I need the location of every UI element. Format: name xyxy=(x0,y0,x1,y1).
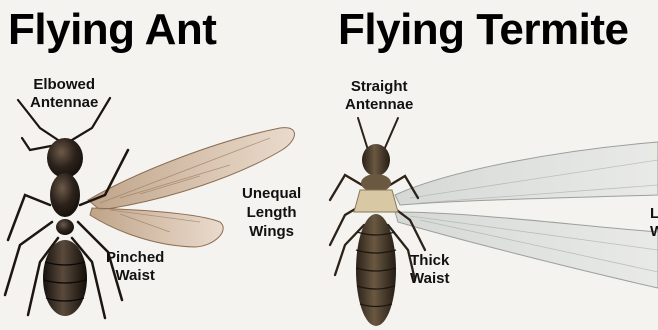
termite-body xyxy=(354,144,398,326)
label-line: L xyxy=(650,205,658,223)
label-line: Straight xyxy=(345,78,413,96)
label-unequal-length-wings: Unequal Length Wings xyxy=(242,184,301,241)
label-line: Wings xyxy=(242,222,301,241)
label-pinched-waist: Pinched Waist xyxy=(106,249,164,285)
label-line: Thick xyxy=(410,252,449,270)
label-cut-off-wings: L W xyxy=(650,205,658,241)
label-straight-antennae: Straight Antennae xyxy=(345,78,413,114)
label-line: Waist xyxy=(106,267,164,285)
ant-body xyxy=(43,138,87,316)
label-thick-waist: Thick Waist xyxy=(410,252,449,288)
label-line: Pinched xyxy=(106,249,164,267)
termite-title: Flying Termite xyxy=(338,4,628,56)
label-line: Length xyxy=(242,203,301,222)
label-line: W xyxy=(650,223,658,241)
label-line: Waist xyxy=(410,270,449,288)
label-elbowed-antennae: Elbowed Antennae xyxy=(30,76,98,112)
label-line: Antennae xyxy=(30,94,98,112)
label-line: Antennae xyxy=(345,96,413,114)
label-line: Elbowed xyxy=(30,76,98,94)
label-line: Unequal xyxy=(242,184,301,203)
ant-title: Flying Ant xyxy=(8,4,216,56)
